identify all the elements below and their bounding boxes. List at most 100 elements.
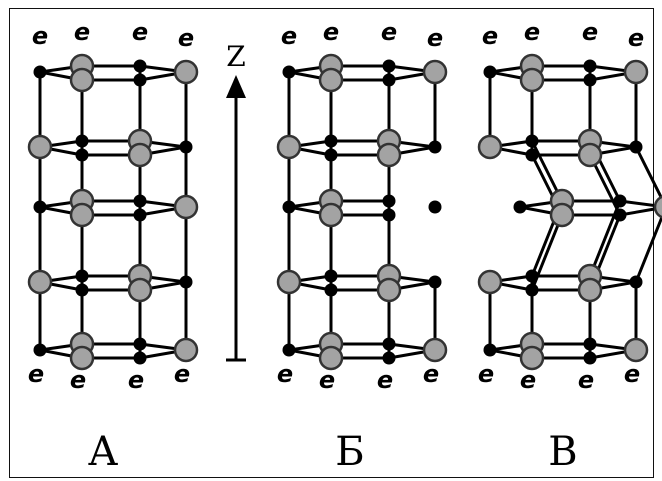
tube-a-small-atom [33,65,47,79]
tube-a-large-atom [69,202,95,228]
tube-b-edge-label-top: e [427,24,443,52]
tube-b-small-atom [428,140,442,154]
tube-a-large-atom [173,59,199,85]
tube-b-large-atom [376,142,402,168]
tube-b-large-atom [276,134,302,160]
tube-a-small-atom [75,269,89,283]
atom-layer [27,53,662,371]
tube-a-small-atom [75,134,89,148]
tube-b-large-atom [422,337,448,363]
tube-a-edge-label-top: e [178,24,194,52]
tube-v-small-atom [583,73,597,87]
z-axis-arrowhead [226,75,246,98]
tube-a-large-atom [69,345,95,371]
tube-v-small-atom [525,269,539,283]
tube-v-large-atom [623,59,649,85]
tube-v-small-atom [583,351,597,365]
tube-a-large-atom [69,67,95,93]
z-axis: Z [226,40,246,362]
tube-v-small-atom [583,337,597,351]
tube-b-small-atom [428,200,442,214]
tube-b-edge-label-top: e [323,18,339,46]
tube-v-small-atom [629,275,643,289]
tube-a-small-atom [133,351,147,365]
tube-a-large-atom [173,194,199,220]
tube-v-large-atom [519,67,545,93]
tube-v-large-atom [577,277,603,303]
figure-frame [9,8,654,478]
panel-label-v: В [548,429,577,475]
tube-v-large-atom [549,202,575,228]
tube-v-small-atom [613,194,627,208]
tube-a-edge-label-top: e [132,18,148,46]
tube-b-small-atom [282,200,296,214]
tube-b-large-atom [276,269,302,295]
z-axis-label: Z [226,40,245,73]
tube-b-small-atom [428,275,442,289]
tube-v-edge-label-top: e [628,24,644,52]
tube-v-vertical-bond [634,212,662,284]
tube-a-small-atom [133,208,147,222]
tube-a-small-atom [33,200,47,214]
tube-a-small-atom [179,275,193,289]
tube-v-small-atom [483,343,497,357]
tube-a-small-atom [133,59,147,73]
tube-v-large-atom [623,337,649,363]
tube-b-edge-label-bottom: e [277,360,293,388]
tube-a-small-atom [33,343,47,357]
tube-v-edge-label-top: e [582,18,598,46]
tube-b-edge-label-top: e [281,22,297,50]
tube-a-small-atom [133,73,147,87]
tube-v-edge-label-bottom: e [578,366,594,394]
tube-b-small-atom [382,208,396,222]
tube-v-small-atom [513,200,527,214]
bond-layer [38,64,662,360]
tube-v-edge-label-top: e [524,18,540,46]
tube-b-small-atom [282,343,296,357]
tube-a-large-atom [127,277,153,303]
tube-v-small-atom [613,208,627,222]
tube-a-large-atom [27,269,53,295]
tube-b-small-atom [382,59,396,73]
tube-b-large-atom [376,277,402,303]
tube-a-small-atom [179,140,193,154]
tube-a-edge-label-bottom: e [128,366,144,394]
tube-b-large-atom [318,67,344,93]
tube-a-edge-label-bottom: e [174,360,190,388]
tube-v-edge-label-bottom: e [624,360,640,388]
tube-b-small-atom [382,194,396,208]
tube-b-large-atom [422,59,448,85]
tube-b-small-atom [324,134,338,148]
tube-v-small-atom [483,65,497,79]
tube-b-large-atom [318,202,344,228]
tube-a-small-atom [75,148,89,162]
tube-b-small-atom [282,65,296,79]
tube-v-large-atom [519,345,545,371]
tube-v-large-atom [477,134,503,160]
tube-a-edge-label-bottom: e [70,366,86,394]
tube-v-large-atom [653,195,662,219]
tube-b-large-atom [318,345,344,371]
tube-b-small-atom [324,148,338,162]
tube-a-edge-label-top: e [32,22,48,50]
tube-a-large-atom [173,337,199,363]
panel-label-b: Б [335,429,364,475]
tube-b-edge-label-top: e [381,18,397,46]
tube-v-edge-label-bottom: e [478,360,494,388]
tube-b-small-atom [382,351,396,365]
tube-a-small-atom [133,337,147,351]
tube-v-small-atom [525,134,539,148]
tube-v-small-atom [629,140,643,154]
tube-v-large-atom [577,142,603,168]
tube-a-small-atom [133,194,147,208]
tube-v-edge-label-bottom: e [520,366,536,394]
tube-a-edge-label-bottom: e [28,360,44,388]
tube-a-large-atom [127,142,153,168]
tube-b-small-atom [382,73,396,87]
tube-v-large-atom [477,269,503,295]
tube-b-edge-label-bottom: e [423,360,439,388]
tube-b-small-atom [324,283,338,297]
tube-b-small-atom [324,269,338,283]
